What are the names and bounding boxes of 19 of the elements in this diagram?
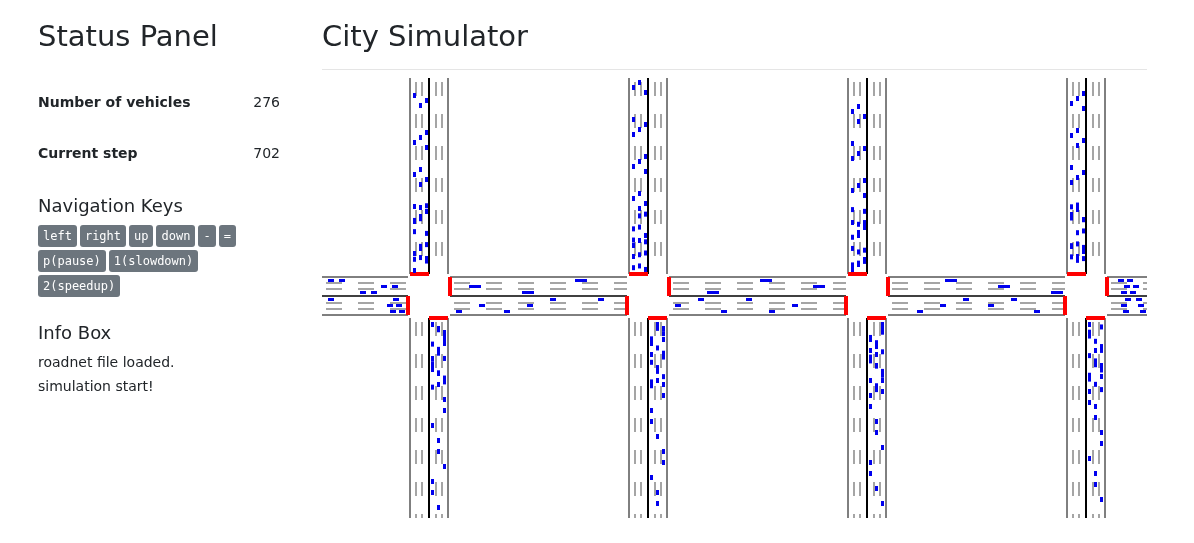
info-message: simulation start!: [38, 377, 155, 397]
key-badge: 2(speedup): [38, 275, 121, 298]
key-badge: p(pause): [38, 250, 106, 273]
key-badge: =: [218, 225, 236, 248]
key-badge: right: [79, 225, 127, 248]
key-badge: left: [38, 225, 77, 248]
panel-heading: Status Panel: [38, 18, 219, 55]
simulator-heading: City Simulator: [322, 18, 529, 55]
info-message: roadnet file loaded.: [38, 353, 176, 373]
stat-value: 702: [253, 144, 280, 164]
key-badge: -: [198, 225, 216, 248]
stat-value: 276: [253, 93, 280, 113]
section-heading: Navigation Keys: [38, 194, 184, 219]
stat-label: Current step: [38, 144, 138, 164]
key-badge: 1(slowdown): [108, 250, 199, 273]
key-badge: up: [129, 225, 154, 248]
key-badge: down: [156, 225, 196, 248]
stat-label: Number of vehicles: [38, 93, 191, 113]
section-heading: Info Box: [38, 321, 113, 346]
